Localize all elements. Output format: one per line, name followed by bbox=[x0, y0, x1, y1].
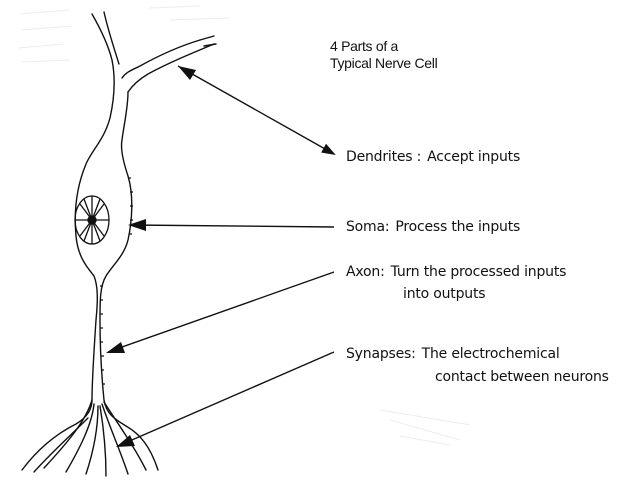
label-soma-term: Soma: bbox=[346, 219, 389, 235]
arrow-soma bbox=[130, 225, 334, 227]
label-synapses-term: Synapses: bbox=[346, 346, 416, 362]
label-axon: Axon: Turn the processed inputs bbox=[346, 262, 566, 282]
neuron bbox=[22, 12, 216, 476]
label-axon-term: Axon: bbox=[346, 264, 385, 280]
label-dendrites: Dendrites : Accept inputs bbox=[346, 147, 520, 167]
dendrite-branch-left bbox=[92, 14, 112, 60]
arrowhead-dendrites bbox=[178, 66, 196, 80]
label-soma: Soma: Process the inputs bbox=[346, 217, 520, 237]
label-axon-desc-line2: into outputs bbox=[403, 284, 485, 304]
label-axon-desc: Turn the processed inputs bbox=[391, 264, 567, 280]
arrow-axon bbox=[108, 272, 334, 352]
synapse-ticks bbox=[100, 178, 133, 384]
nucleus bbox=[75, 196, 109, 244]
cell-outline-right bbox=[100, 92, 158, 470]
arrow-synapses bbox=[118, 352, 334, 446]
label-dendrites-term: Dendrites : bbox=[346, 149, 421, 165]
terminal-4 bbox=[100, 406, 106, 476]
arrowhead-axon bbox=[106, 342, 125, 353]
arrowhead-synapses bbox=[116, 435, 135, 447]
label-synapses-desc: The electrochemical bbox=[422, 346, 560, 362]
label-synapses: Synapses: The electrochemical bbox=[346, 344, 560, 364]
arrows bbox=[108, 66, 334, 446]
diagram-title-line1: 4 Parts of a bbox=[330, 38, 398, 54]
arrow-dendrites bbox=[178, 66, 334, 154]
label-synapses-desc-line2: contact between neurons bbox=[435, 367, 609, 387]
dendrite-twig bbox=[200, 36, 216, 46]
diagram-title-line2: Typical Nerve Cell bbox=[330, 55, 437, 71]
label-dendrites-desc: Accept inputs bbox=[427, 149, 520, 165]
label-soma-desc: Process the inputs bbox=[395, 219, 520, 235]
